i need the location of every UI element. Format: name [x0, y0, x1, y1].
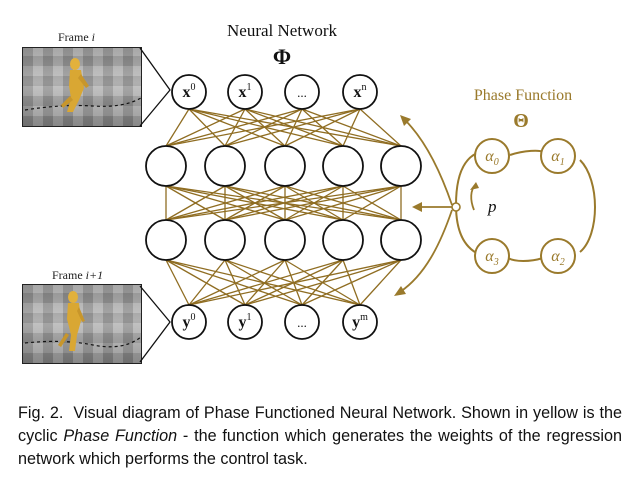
edge-input-hidden1: [224, 108, 361, 147]
phase-alpha-label: α0: [485, 148, 498, 168]
input-node-label: xn: [354, 82, 367, 101]
edge-hidden2-output: [188, 259, 226, 306]
frame-bottom-label: Frame i+1: [52, 268, 104, 282]
phase-alpha-label: α2: [551, 248, 564, 268]
input-node: [227, 74, 263, 110]
output-node-label: ...: [297, 315, 307, 330]
edge-hidden1-hidden2: [165, 185, 344, 221]
caption-text-1: Visual diagram of Phase Functioned Neura…: [18, 404, 623, 445]
network-nodes: x0 x1... xn y0 y1... ym: [145, 74, 422, 340]
character-bottom-icon: [24, 291, 141, 351]
input-node-label: x1: [239, 82, 252, 101]
network-diagram: x0 x1... xn y0 y1... ym Neural Network Φ Phas…: [139, 21, 596, 363]
input-node: [171, 74, 207, 110]
phase-alpha-node: [540, 238, 576, 274]
caption-text-2: - the function which generates the weigh…: [18, 427, 622, 468]
caption-emphasis: Phase Function: [63, 427, 178, 445]
frame-top-thumbnail: [22, 47, 142, 127]
output-node-label: y0: [183, 312, 196, 331]
edge-input-hidden1: [165, 108, 303, 147]
hidden-node-layer1: [322, 145, 364, 187]
phase-p-label: p: [487, 197, 497, 216]
edge-hidden1-hidden2: [284, 185, 402, 221]
phase-alpha-label: α1: [551, 148, 564, 168]
edge-hidden2-output: [188, 259, 402, 306]
phase-function-title: Phase Function: [474, 87, 572, 104]
phase-alpha-node: [474, 138, 510, 174]
edge-input-hidden1: [165, 108, 246, 147]
edge-hidden1-hidden2: [224, 185, 402, 221]
network-symbol: Φ: [273, 44, 291, 69]
phase-alpha-node: [540, 138, 576, 174]
phase-alpha-nodes: α0 α1 α3 α2: [474, 138, 576, 274]
hidden-node-layer2: [380, 219, 422, 261]
output-node-label: ym: [352, 312, 368, 331]
phase-alpha-node: [474, 238, 510, 274]
edge-hidden2-output: [301, 259, 402, 306]
character-top-icon: [24, 58, 141, 112]
hidden-node-layer1: [145, 145, 187, 187]
frame-bottom-callout: [139, 285, 171, 363]
network-edges: [165, 108, 402, 306]
edge-input-hidden1: [342, 108, 361, 147]
input-node-label: ...: [297, 85, 307, 100]
hidden-node-layer2: [204, 219, 246, 261]
hidden-node-layer2: [145, 219, 187, 261]
phase-function-symbol: Θ: [513, 110, 529, 132]
edge-hidden2-output: [188, 259, 344, 306]
output-node: [227, 304, 263, 340]
output-node-label: y1: [239, 312, 252, 331]
edge-input-hidden1: [359, 108, 402, 147]
output-node: [342, 304, 378, 340]
caption-fig-number: Fig. 2.: [18, 404, 64, 422]
edge-input-hidden1: [188, 108, 286, 147]
network-title: Neural Network: [227, 21, 337, 40]
input-node: [284, 74, 320, 110]
edge-hidden2-output: [359, 259, 402, 306]
input-node: [342, 74, 378, 110]
edge-hidden2-output: [188, 259, 286, 306]
frame-bottom-thumbnail: [22, 284, 142, 364]
edge-hidden1-hidden2: [165, 185, 226, 221]
edge-hidden2-output: [224, 259, 303, 306]
edge-input-hidden1: [165, 108, 190, 147]
edge-hidden2-output: [165, 259, 246, 306]
phase-function-ring: [455, 149, 596, 262]
hidden-node-layer1: [380, 145, 422, 187]
hidden-node-layer1: [264, 145, 306, 187]
hidden-node-layer1: [204, 145, 246, 187]
edge-hidden2-output: [165, 259, 190, 306]
frame-top-label: Frame i: [58, 30, 95, 44]
output-node: [171, 304, 207, 340]
edge-hidden2-output: [244, 259, 402, 306]
frame-top-callout: [139, 47, 171, 127]
edge-hidden1-hidden2: [165, 185, 402, 221]
phase-to-network-arrows: [394, 115, 461, 296]
phase-alpha-label: α3: [485, 248, 498, 268]
edge-input-hidden1: [165, 108, 361, 147]
hidden-node-layer2: [264, 219, 306, 261]
figure-caption: Fig. 2.Visual diagram of Phase Functione…: [18, 402, 622, 471]
edge-input-hidden1: [284, 108, 361, 147]
output-node: [284, 304, 320, 340]
edge-hidden2-output: [224, 259, 246, 306]
hidden-node-layer2: [322, 219, 364, 261]
edge-hidden2-output: [165, 259, 303, 306]
input-node-label: x0: [183, 82, 196, 101]
edge-hidden1-hidden2: [342, 185, 402, 221]
edge-hidden1-hidden2: [165, 185, 286, 221]
